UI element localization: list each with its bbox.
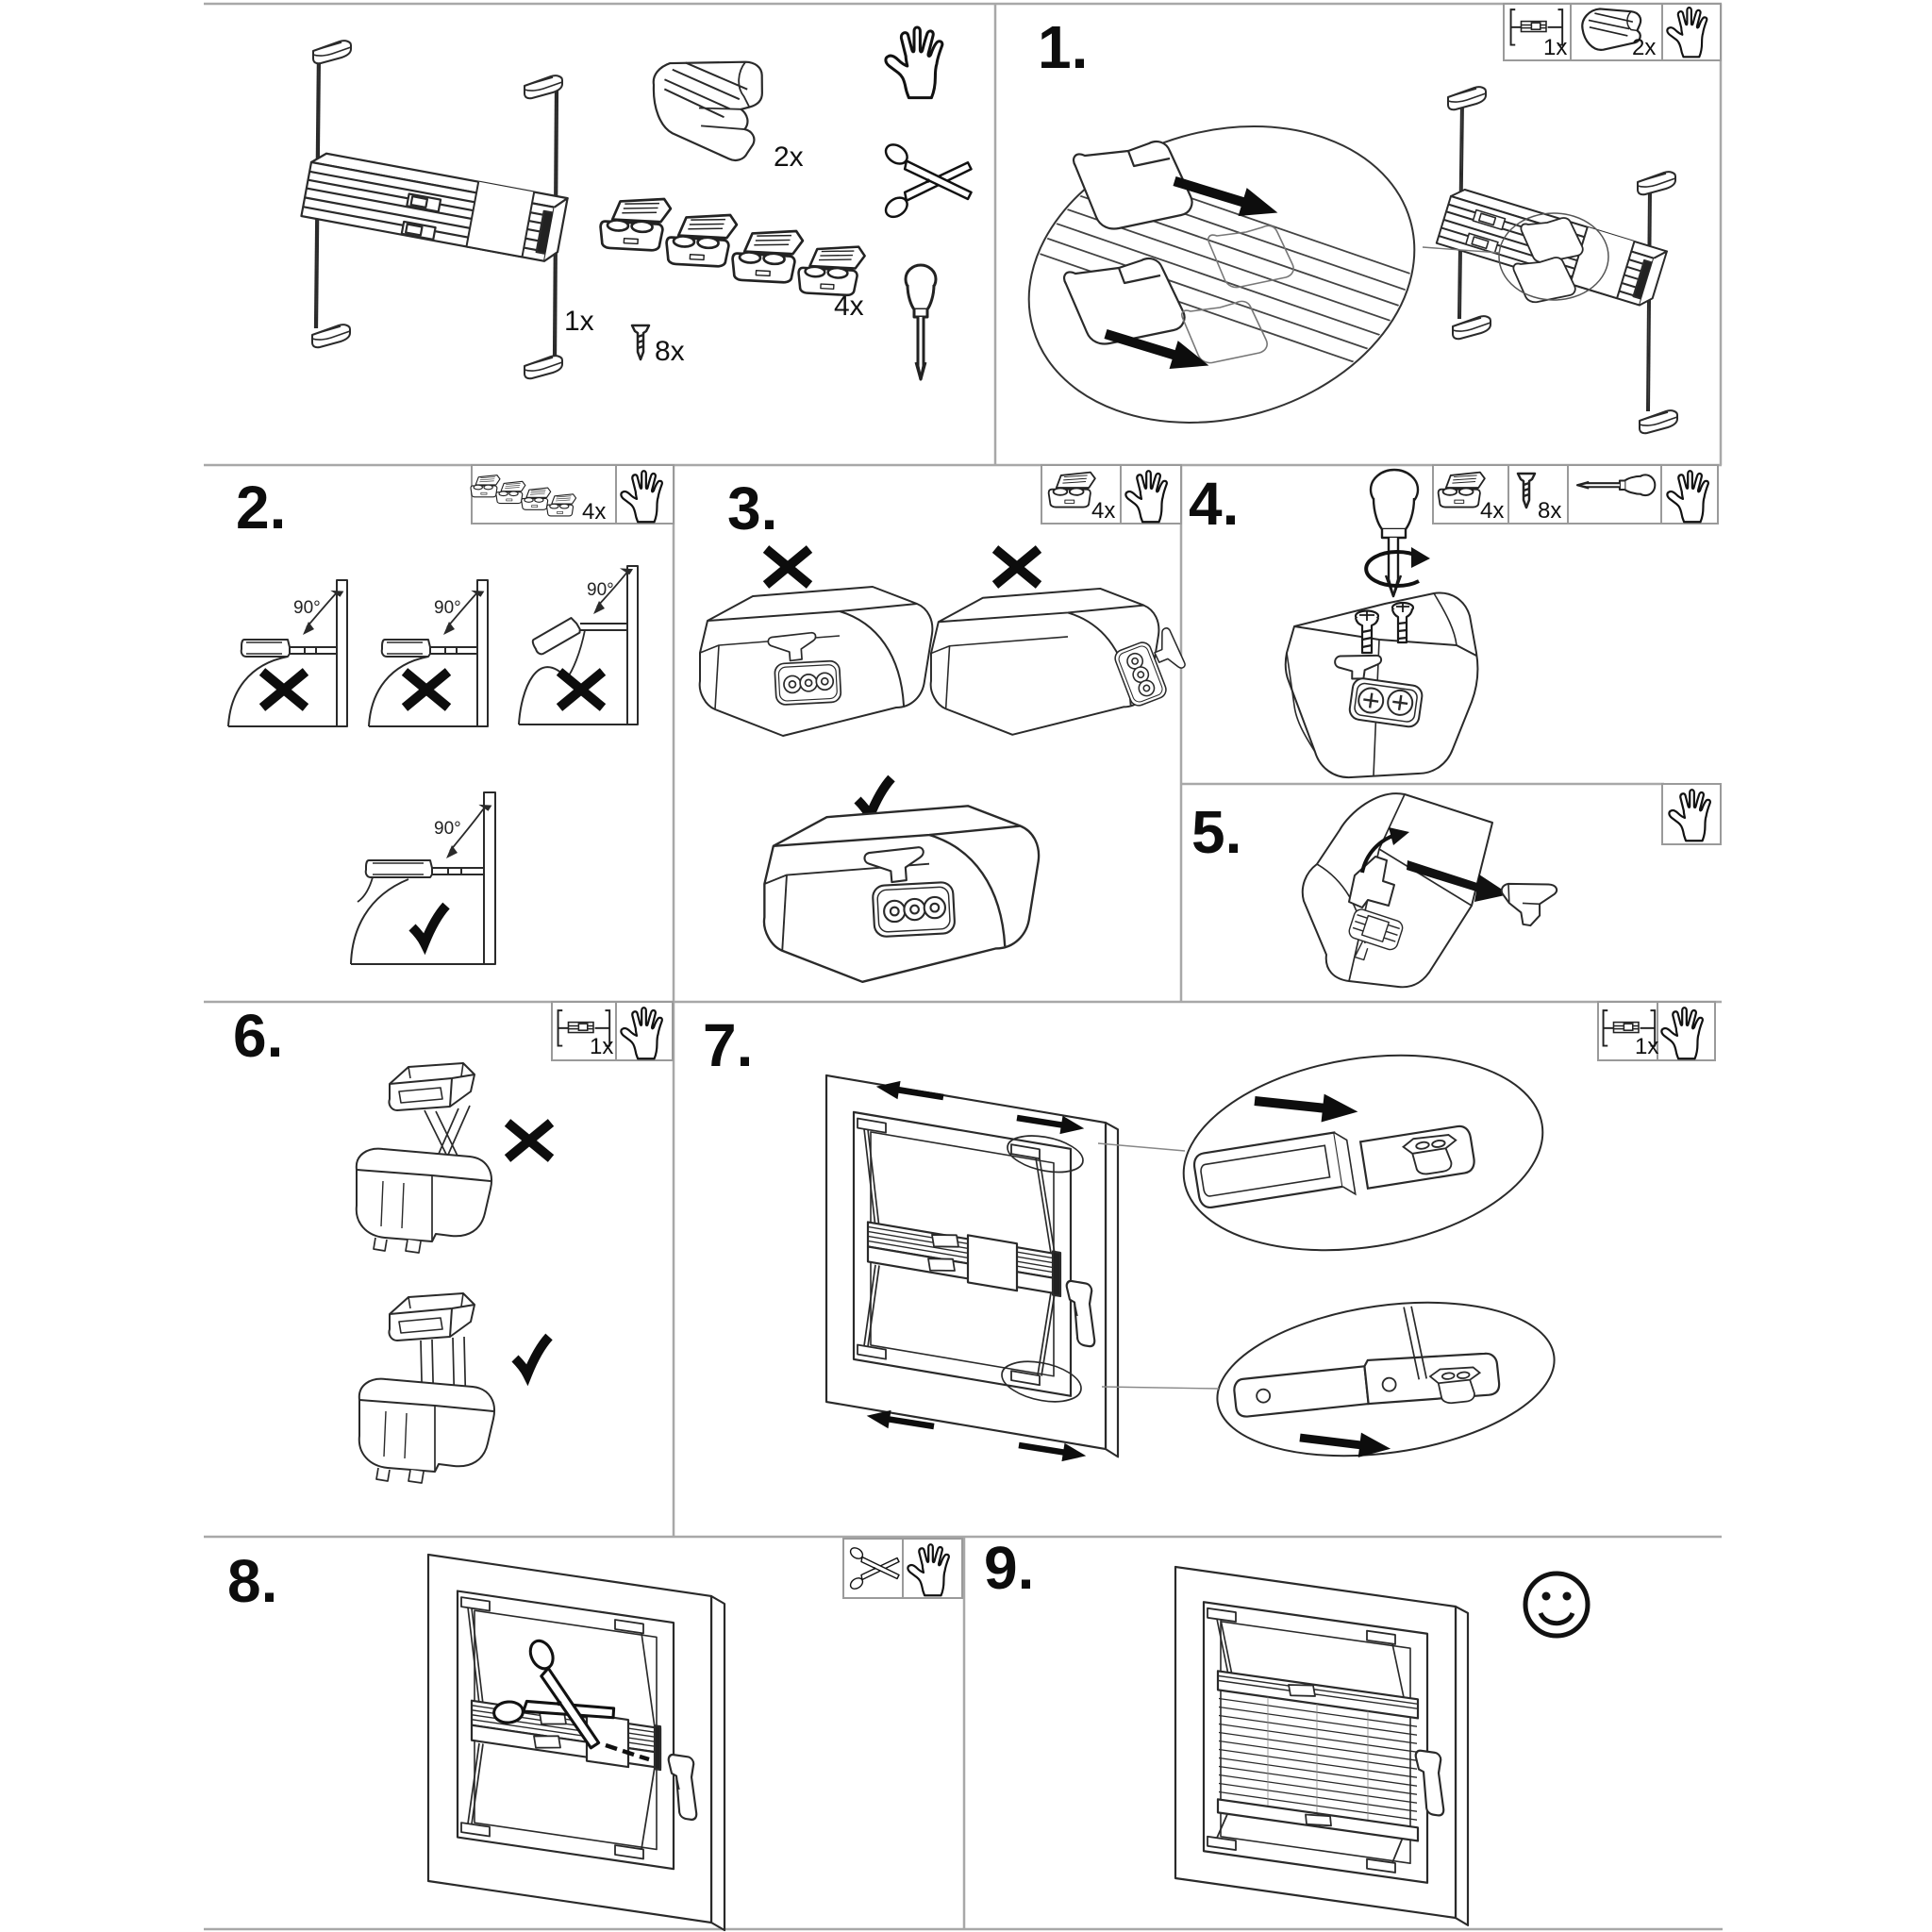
svg-text:1x: 1x: [590, 1034, 613, 1059]
svg-text:3.: 3.: [727, 475, 777, 542]
svg-text:8x: 8x: [1538, 498, 1561, 524]
svg-text:90°: 90°: [587, 580, 614, 600]
svg-text:7.: 7.: [703, 1011, 753, 1079]
svg-text:4.: 4.: [1189, 470, 1239, 538]
svg-text:8x: 8x: [655, 336, 685, 367]
svg-text:1x: 1x: [564, 306, 594, 337]
svg-text:9.: 9.: [984, 1534, 1034, 1602]
svg-text:90°: 90°: [293, 598, 321, 618]
svg-text:5.: 5.: [1191, 798, 1241, 866]
svg-text:1.: 1.: [1038, 13, 1088, 81]
svg-text:4x: 4x: [582, 499, 606, 525]
svg-text:4x: 4x: [1480, 498, 1504, 524]
svg-text:1x: 1x: [1635, 1034, 1658, 1059]
svg-text:90°: 90°: [434, 819, 461, 839]
svg-text:2x: 2x: [1632, 35, 1656, 60]
svg-text:90°: 90°: [434, 598, 461, 618]
svg-text:2.: 2.: [236, 474, 286, 541]
svg-text:6.: 6.: [233, 1002, 283, 1070]
svg-text:4x: 4x: [1091, 498, 1115, 524]
svg-text:1x: 1x: [1543, 35, 1567, 60]
svg-text:8.: 8.: [227, 1547, 277, 1615]
svg-text:2x: 2x: [774, 142, 804, 173]
